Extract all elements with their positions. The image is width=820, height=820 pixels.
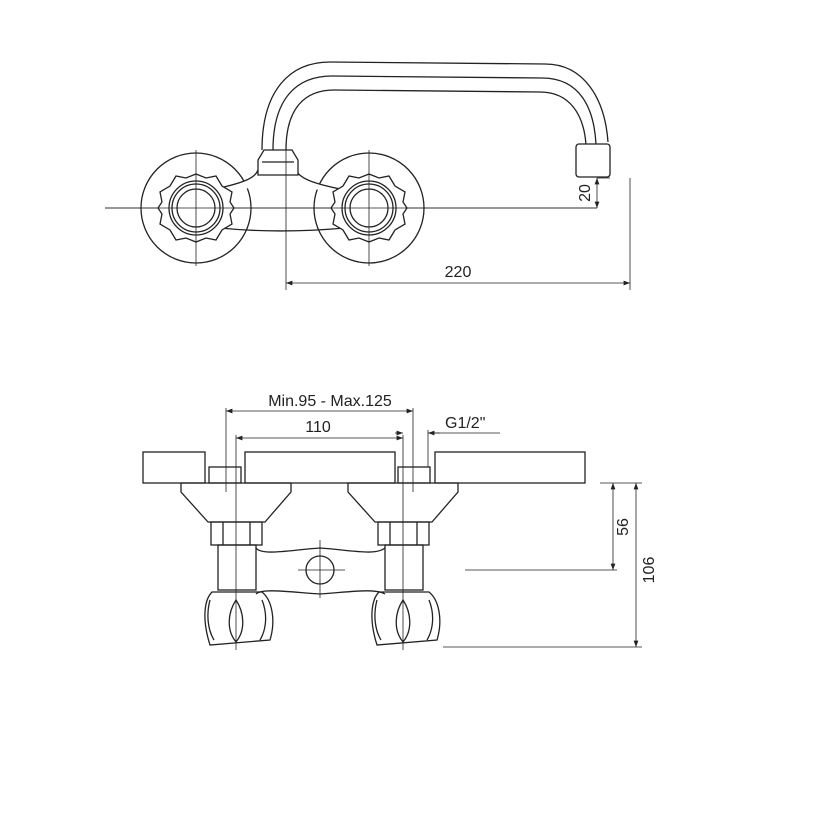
left-valve (180, 482, 292, 646)
wall-section (142, 451, 206, 484)
dim-center-range: Min.95 - Max.125 (268, 393, 392, 410)
spout-nozzle (575, 143, 611, 178)
spout-mid (272, 75, 597, 151)
dim-spout-height: 20 (577, 184, 594, 202)
body-bottom (219, 227, 346, 232)
top-view: 20 220 (105, 61, 631, 290)
dim-spout-reach: 220 (445, 264, 472, 281)
bottom-view: Min.95 - Max.125 110 G1/2" 56 106 (142, 393, 658, 650)
spout-outer (261, 61, 609, 151)
dim-total-depth: 106 (641, 557, 658, 584)
right-valve (347, 482, 459, 646)
dim-body-depth: 56 (615, 518, 632, 536)
wall-section (434, 451, 586, 484)
spout-inner (285, 89, 587, 151)
dim-thread: G1/2" (445, 415, 485, 432)
dim-center-distance: 110 (305, 419, 331, 436)
wall-section (244, 451, 396, 484)
body-top (255, 547, 386, 553)
body-bottom (255, 590, 386, 595)
